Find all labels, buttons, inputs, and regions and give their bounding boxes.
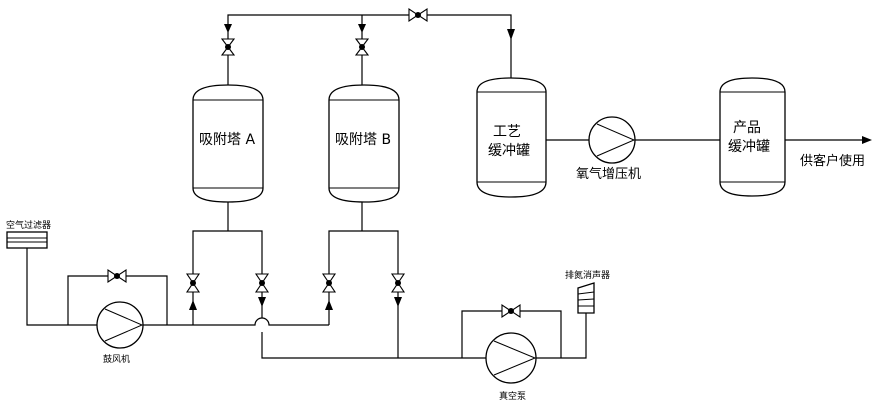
process-buffer-tank: 工艺 缓冲罐 (476, 77, 547, 198)
product-buffer-label-2: 缓冲罐 (728, 139, 770, 155)
feed-line (26, 248, 329, 326)
tower-a-label: 吸附塔 A (199, 132, 255, 148)
arrow-down-icon (358, 24, 366, 33)
valve-icon[interactable] (408, 7, 428, 23)
vacuum-line (261, 313, 587, 359)
arrow-up-icon (189, 300, 197, 310)
top-header-pipe (227, 14, 512, 85)
tower-a-bottom-pipe (192, 202, 263, 325)
adsorption-tower-b: 吸附塔 B (328, 84, 400, 203)
arrow-down-icon (258, 297, 266, 307)
arrow-right-icon (862, 136, 872, 144)
arrow-down-icon (507, 29, 515, 40)
valve-icon[interactable] (321, 273, 337, 293)
blower-label: 鼓风机 (103, 353, 130, 365)
air-filter-label: 空气过滤器 (6, 219, 51, 231)
valve-icon[interactable] (354, 38, 370, 56)
arrow-down-icon (224, 24, 232, 33)
process-buffer-label-2: 缓冲罐 (488, 143, 530, 159)
air-filter-icon (6, 231, 48, 249)
valve-icon[interactable] (254, 273, 270, 293)
valve-icon[interactable] (107, 268, 127, 284)
adsorption-tower-a: 吸附塔 A (192, 84, 264, 203)
silencer-icon (577, 282, 595, 314)
arrow-up-icon (325, 300, 333, 310)
product-buffer-label-1: 产品 (733, 120, 761, 136)
blower-icon (96, 301, 144, 349)
vacuum-pump-label: 真空泵 (499, 390, 526, 402)
oxygen-booster-label: 氧气增压机 (576, 166, 641, 182)
valve-icon[interactable] (220, 38, 236, 56)
oxygen-booster-icon (588, 116, 636, 164)
product-buffer-tank: 产品 缓冲罐 (719, 77, 786, 197)
process-buffer-label-1: 工艺 (493, 124, 521, 140)
valve-icon[interactable] (390, 273, 406, 293)
arrow-down-icon (394, 297, 402, 307)
valve-icon[interactable] (501, 303, 521, 319)
flow-arrows (189, 24, 872, 310)
tower-b-label: 吸附塔 B (335, 132, 391, 148)
tower-b-bottom-pipe (328, 202, 399, 358)
to-customer-label: 供客户使用 (800, 153, 865, 169)
vacuum-pump-icon (485, 332, 537, 384)
nitrogen-silencer-label: 排氮消声器 (565, 269, 610, 281)
valve-icon[interactable] (185, 273, 201, 293)
